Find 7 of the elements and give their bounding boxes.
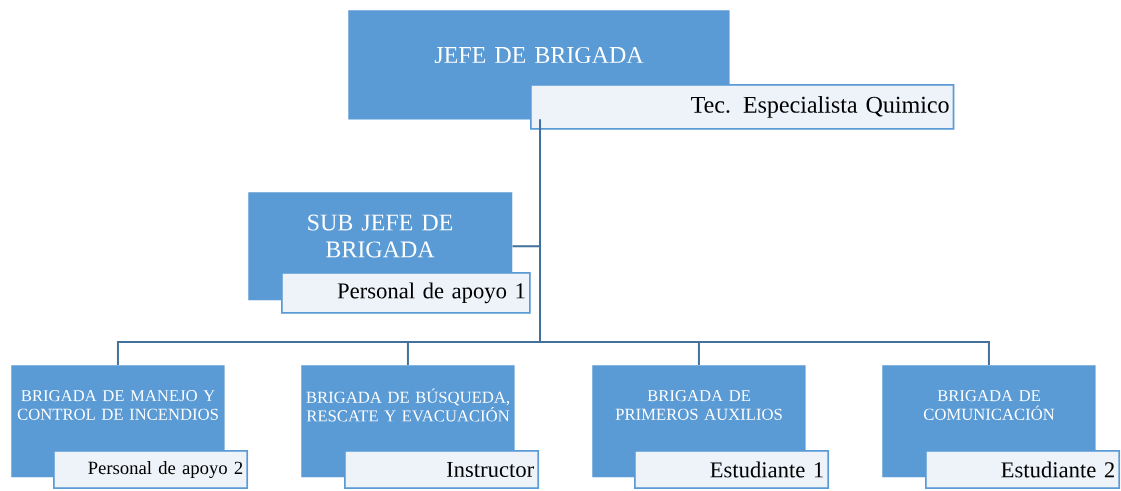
name-box: Tec. Especialista Quimico <box>530 84 955 130</box>
connector-line <box>539 118 990 366</box>
name-box: Estudiante 2 <box>925 450 1121 490</box>
name-box: Instructor <box>344 450 540 490</box>
name-box: Estudiante 1 <box>634 450 830 490</box>
name-box: Personal de apoyo 2 <box>53 450 249 490</box>
name-box: Personal de apoyo 1 <box>281 272 531 314</box>
